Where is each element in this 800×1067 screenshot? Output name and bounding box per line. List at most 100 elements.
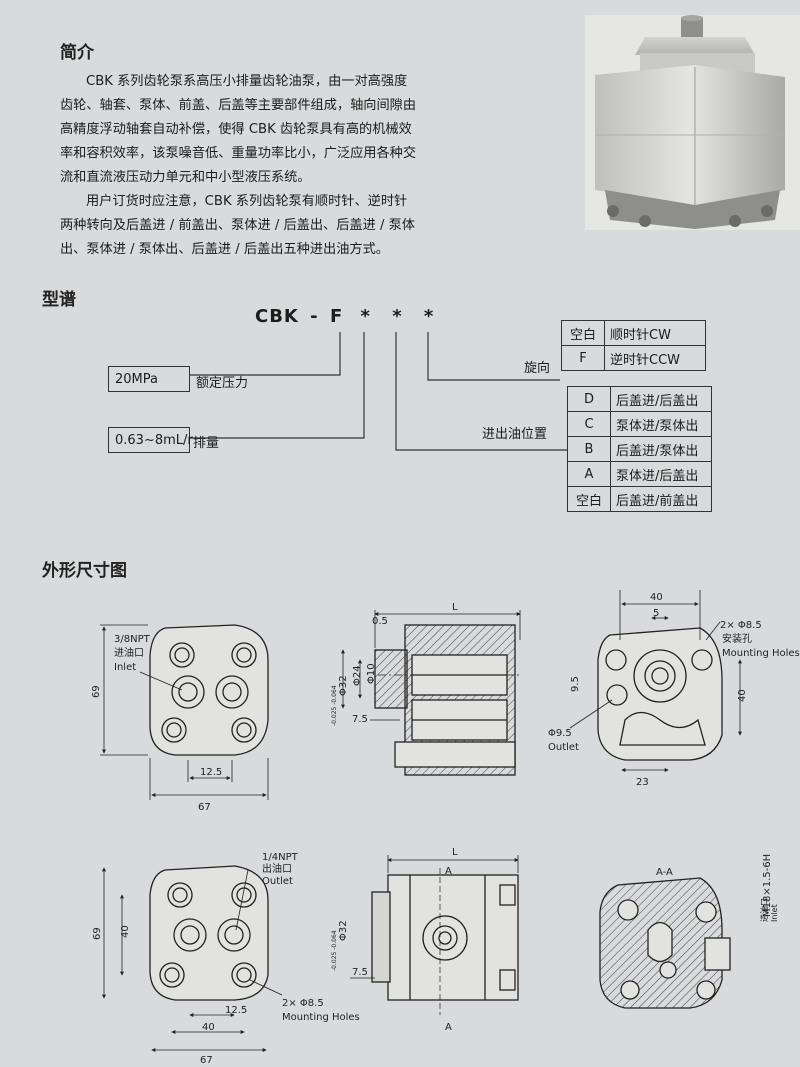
intro-line: 出、泵体进 / 泵体出、后盖进 / 后盖出五种进出油方式。 <box>60 242 389 257</box>
intro-paragraph-1: CBK 系列齿轮泵系高压小排量齿轮油泵，由一对高强度齿轮、轴套、泵体、前盖、后盖… <box>60 70 480 190</box>
displacement-value: 0.63~8mL/r <box>115 432 193 448</box>
d1-inlet-npt: 3/8NPT <box>114 634 151 645</box>
d3-outlet-en: Outlet <box>548 742 579 753</box>
d5-section-mark-top: A <box>445 866 452 877</box>
pressure-value: 20MPa <box>115 371 158 387</box>
d3-width-5: 5 <box>653 608 659 619</box>
d2-phi24: Φ24 <box>352 665 363 686</box>
model-code-part: CBK <box>255 306 299 327</box>
d2-phi10: Φ10 <box>366 663 377 684</box>
d1-width-12-5: 12.5 <box>200 767 222 778</box>
intro-line: CBK 系列齿轮泵系高压小排量齿轮油泵，由一对高强度 <box>86 74 408 89</box>
d6-thread: M18×1.5-6H <box>762 854 773 917</box>
d5-section-mark-bottom: A <box>445 1022 452 1033</box>
model-heading: 型谱 <box>42 290 76 310</box>
d3-holes-cn: 安装孔 <box>722 632 752 645</box>
port-desc: 后盖进/后盖出 <box>610 386 712 412</box>
drawing-5-side-view <box>350 855 519 1015</box>
port-code: C <box>567 411 611 437</box>
port-label: 进出油位置 <box>482 427 548 442</box>
port-code: A <box>567 461 611 487</box>
d2-phi32-tol: -0.025 -0.064 <box>331 685 338 726</box>
displacement-label: 排量 <box>193 436 220 451</box>
d2-0-5: 0.5 <box>372 616 388 627</box>
d5-7-5: 7.5 <box>352 967 368 978</box>
drawing-6-section-aa <box>599 877 731 1009</box>
d2-phi32: Φ32 <box>338 675 349 696</box>
d6-inlet-en: Inlet <box>770 904 779 922</box>
d2-L: L <box>452 602 458 613</box>
port-code: B <box>567 436 611 462</box>
intro-line: 齿轮、轴套、泵体、前盖、后盖等主要部件组成，轴向间隙由 <box>60 98 417 113</box>
pressure-value-box: 20MPa <box>108 366 190 392</box>
d6-section-label: A-A <box>656 867 673 878</box>
d4-outlet-en: Outlet <box>262 876 293 887</box>
d3-width-23: 23 <box>636 777 649 788</box>
port-desc: 泵体进/泵体出 <box>610 411 712 437</box>
intro-line: 流和直流液压动力单元和中小型液压系统。 <box>60 170 311 185</box>
port-code: 空白 <box>567 486 611 512</box>
displacement-value-box: 0.63~8mL/r <box>108 427 193 453</box>
d6-inlet-cn: 进油口 <box>759 898 769 922</box>
model-connector-lines <box>190 332 568 451</box>
model-code-part: F <box>329 306 344 327</box>
drawing-1-front-view <box>100 624 269 800</box>
port-desc: 后盖进/泵体出 <box>610 436 712 462</box>
d4-holes-en: Mounting Holes <box>282 1012 360 1023</box>
model-code-part: * <box>360 306 371 327</box>
d4-height-69: 69 <box>92 927 103 940</box>
model-code-part: * <box>392 306 403 327</box>
d5-phi32-tol: -0.025 -0.064 <box>331 930 338 971</box>
d3-holes: 2× Φ8.5 <box>720 620 762 631</box>
intro-line: 率和容积效率，该泵噪音低、重量功率比小，广泛应用各种交 <box>60 146 417 161</box>
intro-heading: 简介 <box>60 43 94 63</box>
pump-photo <box>585 15 800 230</box>
d4-outlet-cn: 出油口 <box>262 862 292 875</box>
model-code-part: - <box>310 306 319 327</box>
d1-inlet-en: Inlet <box>114 662 136 673</box>
rotation-code: F <box>561 345 605 371</box>
rotation-code: 空白 <box>561 320 605 346</box>
pressure-label: 额定压力 <box>196 376 249 391</box>
d1-height-69: 69 <box>91 685 102 698</box>
d5-L: L <box>452 847 458 858</box>
d4-height-40: 40 <box>120 925 131 938</box>
d5-phi32: Φ32 <box>338 920 349 941</box>
d3-height-40: 40 <box>737 689 748 702</box>
intro-line: 用户订货时应注意，CBK 系列齿轮泵有顺时针、逆时针 <box>86 194 408 209</box>
d2-7-5: 7.5 <box>352 714 368 725</box>
drawing-4-front-view <box>102 865 283 1052</box>
model-code-part: * <box>423 306 435 327</box>
intro-paragraph-2: 用户订货时应注意，CBK 系列齿轮泵有顺时针、逆时针两种转向及后盖进 / 前盖出… <box>60 190 480 262</box>
port-desc: 泵体进/后盖出 <box>610 461 712 487</box>
rotation-label: 旋向 <box>524 361 551 376</box>
d4-width-12-5: 12.5 <box>225 1005 247 1016</box>
d3-outlet-phi: Φ9.5 <box>548 728 572 739</box>
table-row: 空白后盖进/前盖出 <box>567 486 712 512</box>
model-code: CBK - F * * * <box>255 306 438 327</box>
intro-line: 高精度浮动轴套自动补偿，使得 CBK 齿轮泵具有高的机械效 <box>60 122 412 137</box>
intro-line: 两种转向及后盖进 / 前盖出、泵体进 / 后盖出、后盖进 / 泵体 <box>60 218 415 233</box>
d4-width-67: 67 <box>200 1055 213 1066</box>
drawing-2-section-view <box>341 610 521 776</box>
table-row: 空白 顺时针CW <box>561 320 706 346</box>
dimensions-heading: 外形尺寸图 <box>42 561 127 581</box>
d3-holes-en: Mounting Holes <box>722 648 800 659</box>
d3-width-40: 40 <box>650 592 663 603</box>
d4-outlet-npt: 1/4NPT <box>262 852 299 863</box>
table-row: F 逆时针CCW <box>561 345 706 371</box>
drawing-3-rear-view <box>569 590 742 772</box>
rotation-table: 空白 顺时针CW F 逆时针CCW <box>561 320 706 371</box>
rotation-desc: 顺时针CW <box>604 320 706 346</box>
rotation-desc: 逆时针CCW <box>604 345 706 371</box>
d3-height-9-5: 9.5 <box>570 676 581 692</box>
d4-holes: 2× Φ8.5 <box>282 998 324 1009</box>
d4-width-40: 40 <box>202 1022 215 1033</box>
d1-inlet-cn: 进油口 <box>114 646 144 659</box>
d1-width-67: 67 <box>198 802 211 813</box>
